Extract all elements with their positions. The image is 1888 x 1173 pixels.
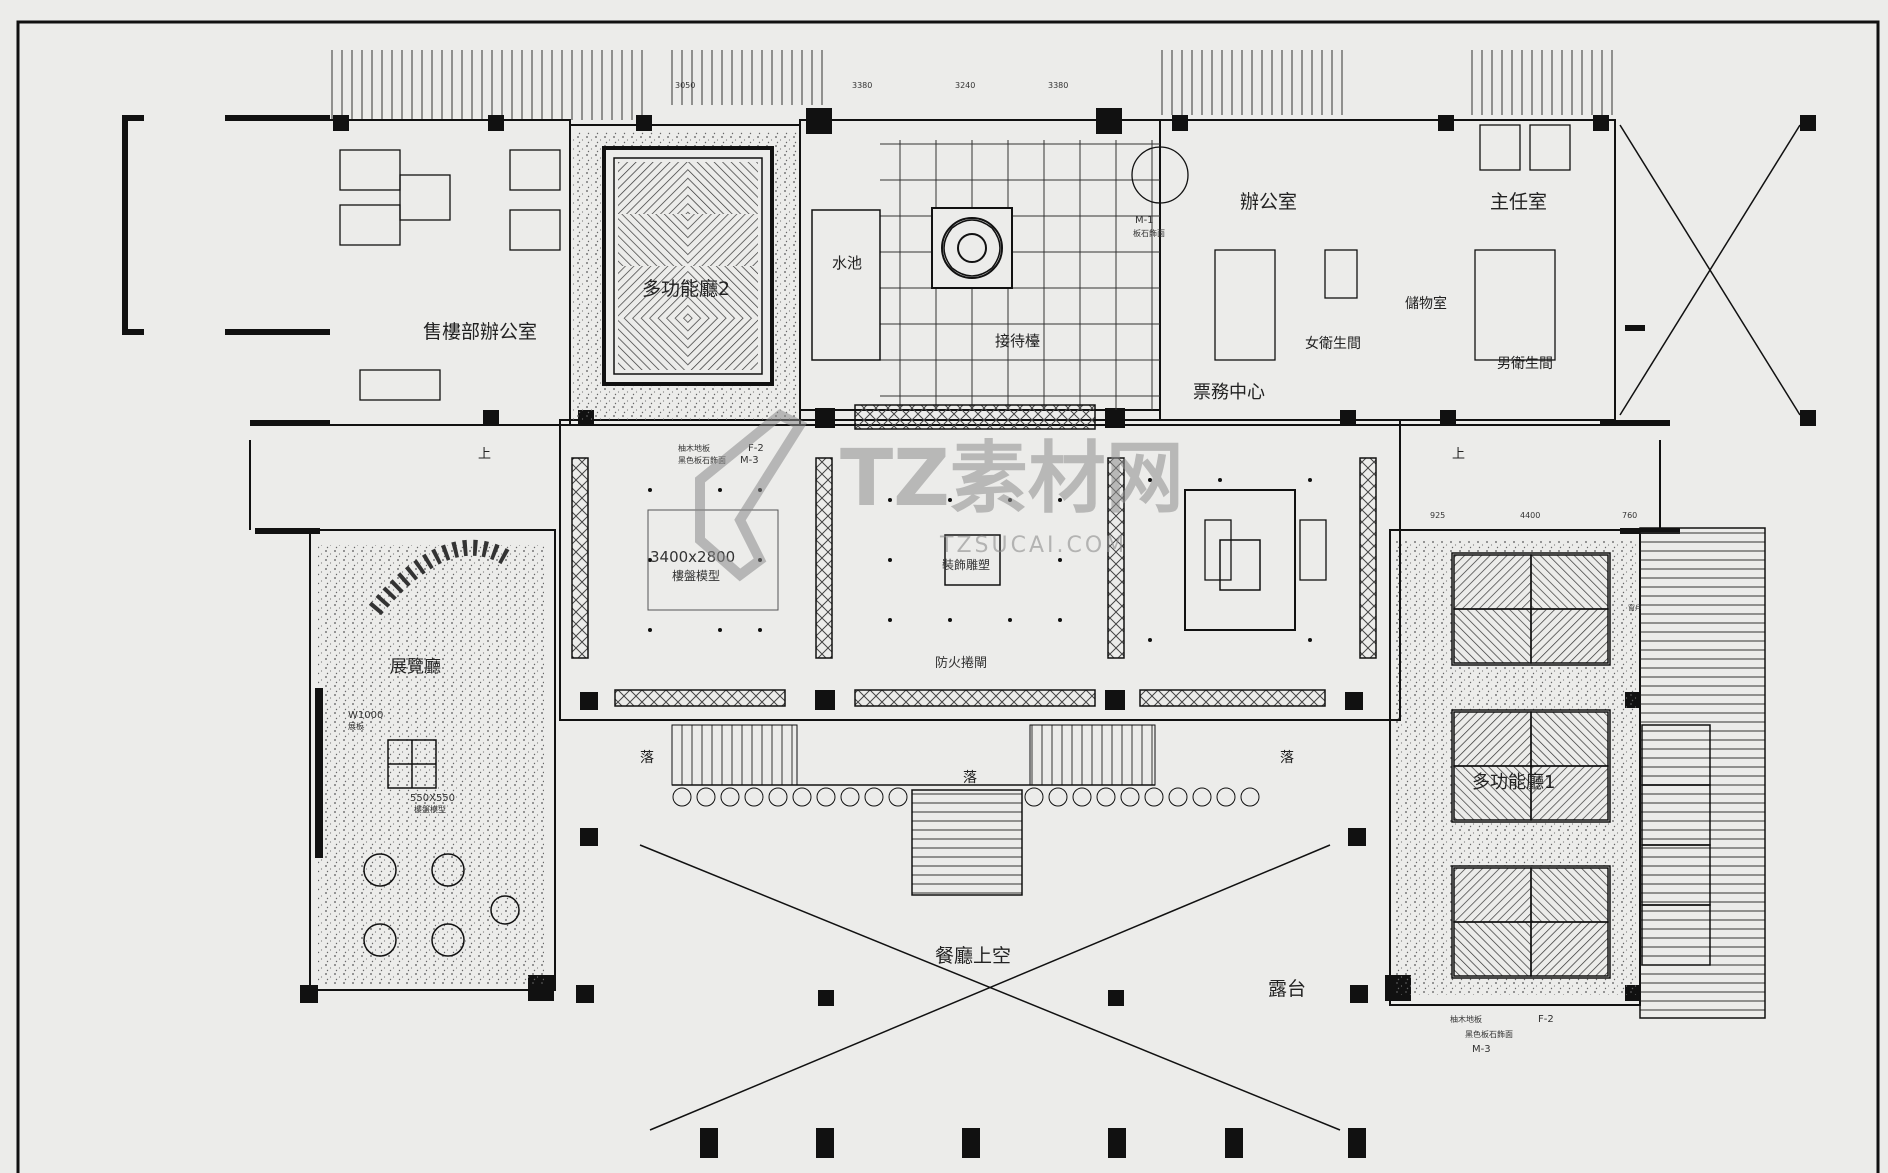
exhibition-floor [318, 545, 544, 985]
note-tag-m3-b: M-3 [1472, 1044, 1491, 1055]
label-multi-hall-2: 多功能廳2 [642, 278, 730, 300]
furniture [339, 124, 1571, 581]
label-storage: 儲物室 [1405, 295, 1447, 312]
lobby-tile-grid [880, 140, 1160, 410]
note-floor-wood: 柚木地板 [678, 443, 710, 453]
stair-down-right: 落 [1280, 750, 1294, 766]
label-female-wc: 女衛生間 [1305, 335, 1361, 352]
label-director-room: 主任室 [1490, 191, 1547, 213]
label-dining-void: 餐廳上空 [935, 945, 1011, 967]
note-model-label: 樓盤模型 [672, 568, 720, 583]
dim-top-3: 3380 [1048, 81, 1068, 90]
fence-top-mid [670, 50, 830, 105]
right-windows [1641, 724, 1711, 966]
dim-right-1: 4400 [1520, 511, 1540, 520]
label-ticket-center: 票務中心 [1193, 382, 1265, 403]
lobby-medallion [931, 207, 1013, 289]
exhibition-tables [363, 739, 520, 957]
label-office: 辦公室 [1240, 191, 1297, 213]
label-exhibition-hall: 展覽廳 [390, 657, 441, 677]
model-outline [647, 509, 779, 611]
note-tag-f2-b: F-2 [1538, 1014, 1554, 1025]
watermark-sub: TZSUCAI.COM [939, 533, 1127, 558]
pool-area [811, 209, 881, 361]
label-male-wc: 男衛生間 [1497, 356, 1553, 372]
lounge-rug [1184, 489, 1296, 631]
dim-left: 3050 [675, 81, 695, 90]
note-display-board: 展板 [348, 721, 364, 731]
stair-down-center: 落 [963, 770, 977, 786]
multi-hall-2-parquet [618, 162, 758, 370]
dim-right-3: 760 [1622, 511, 1637, 520]
note-floor-stone: 黑色板石飾面 [678, 455, 726, 465]
label-sales-office: 售樓部辦公室 [423, 321, 537, 343]
deco-plinth [944, 534, 1001, 586]
note-floor-stone-2: 黑色板石飾面 [1465, 1029, 1513, 1039]
dim-top-2: 3240 [955, 81, 975, 90]
note-tag-f2-a: F-2 [748, 443, 764, 454]
dim-top-1: 3380 [852, 81, 872, 90]
watermark-main: TZ素材网 [840, 434, 1184, 524]
label-reception-desk: 接待檯 [995, 332, 1040, 350]
note-tag-m3-a: M-3 [740, 455, 759, 466]
note-w1000: W1000 [348, 710, 383, 721]
balustrade [672, 787, 1260, 807]
multi-hall-1-parquet [1451, 552, 1611, 979]
lounge-table [1219, 539, 1261, 591]
stair-down-left: 落 [640, 750, 654, 766]
note-size-550: 550X550 [410, 793, 455, 804]
note-tag-m1: M-1 [1135, 215, 1154, 226]
note-window: 窗戶 [1628, 603, 1642, 612]
sheet-border [16, 20, 1880, 1173]
note-fire-shutter: 防火捲閘 [935, 655, 987, 671]
fence-top-far-right [1465, 50, 1615, 115]
stairs [671, 724, 1156, 896]
fence-top-right [1160, 50, 1350, 115]
display-board [315, 688, 323, 858]
right-deck [1639, 527, 1766, 1019]
note-stone-wall: 板石飾面 [1133, 228, 1165, 238]
fence-top-left [330, 50, 650, 120]
void-cross [639, 124, 1801, 1131]
dim-right-2: 925 [1430, 511, 1445, 520]
label-multi-hall-1: 多功能廳1 [1472, 772, 1555, 793]
stair-up-left: 上 [478, 447, 491, 462]
note-floor-wood-2: 柚木地板 [1450, 1014, 1482, 1024]
note-model-small: 樓盤模型 [414, 804, 446, 814]
watermark-logo [695, 409, 808, 582]
label-terrace: 露台 [1268, 978, 1306, 1000]
stair-up-right: 上 [1452, 447, 1465, 462]
beams [571, 404, 1377, 707]
thick-walls [122, 115, 1680, 534]
note-deco-feature: 裝飾雕塑 [942, 557, 990, 572]
label-pool: 水池 [832, 254, 862, 272]
